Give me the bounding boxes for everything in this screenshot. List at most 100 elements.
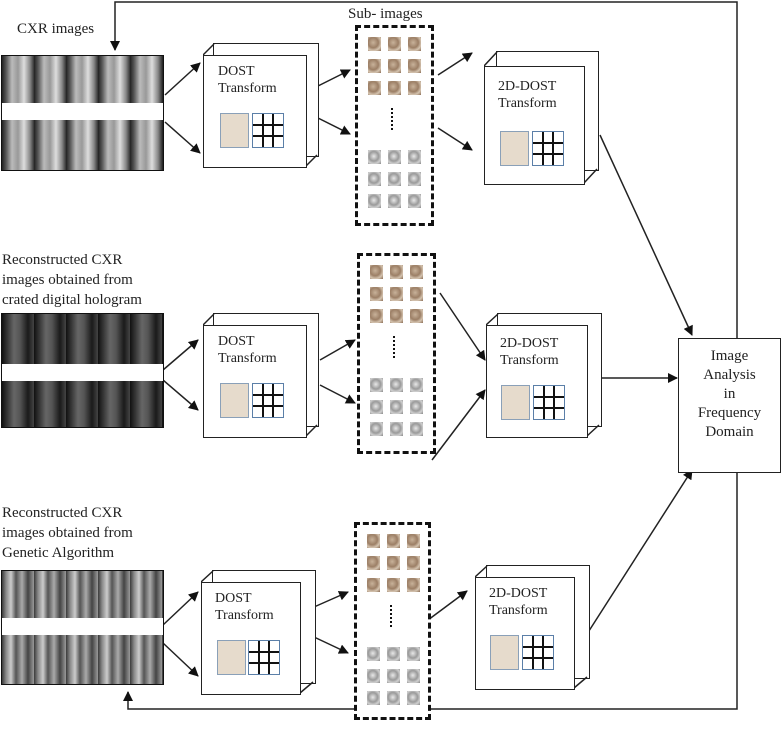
arrow-2d-analysis-1	[599, 134, 693, 336]
sub-image-thumb	[388, 194, 401, 208]
sub-images-label: Sub- images	[348, 6, 423, 22]
sub-image-thumb	[388, 81, 401, 95]
genetic-images-panel	[1, 570, 164, 685]
sub-image-thumb	[390, 309, 403, 323]
feedback-loop-top	[110, 1, 738, 440]
sub-image-thumb	[368, 37, 381, 51]
sub-image-thumb	[370, 400, 383, 414]
texture-icon	[490, 635, 519, 670]
sub-image-thumb	[370, 309, 383, 323]
sub-image-thumb	[410, 309, 423, 323]
arrow-cxr-dost-up	[164, 62, 201, 96]
sub-image-thumb	[370, 378, 383, 392]
sub-image-thumb	[410, 400, 423, 414]
grid-icon	[533, 385, 565, 420]
sub-image-thumb	[367, 691, 380, 705]
cxr-images-label: CXR images	[17, 21, 95, 37]
sub-image-thumb	[408, 150, 421, 164]
sub-image-thumb	[368, 194, 381, 208]
sub-image-thumb	[368, 172, 381, 186]
sub-image-thumb	[367, 556, 380, 570]
texture-icon	[220, 383, 249, 418]
ellipsis-dots	[391, 108, 395, 130]
sub-image-thumb	[368, 59, 381, 73]
sub-image-thumb	[408, 59, 421, 73]
sub-image-thumb	[370, 287, 383, 301]
arrow-sub-2d-down	[437, 127, 473, 151]
sub-image-thumb	[387, 578, 400, 592]
sub-image-thumb	[387, 556, 400, 570]
arrow-sub-2d-up	[437, 52, 473, 76]
image-analysis-box: Image Analysis in Frequency Domain	[678, 338, 781, 473]
sub-image-thumb	[408, 194, 421, 208]
sub-image-thumb	[370, 265, 383, 279]
sub-image-thumb	[388, 150, 401, 164]
arrow-dost-sub3-down	[313, 636, 349, 654]
sub-image-thumb	[407, 647, 420, 661]
sub-image-thumb	[407, 691, 420, 705]
sub-image-thumb	[407, 556, 420, 570]
sub-image-thumb	[387, 691, 400, 705]
sub-image-thumb	[368, 81, 381, 95]
arrow-cxr-dost-down	[164, 121, 201, 154]
sub-image-thumb	[370, 422, 383, 436]
texture-icon	[220, 113, 249, 148]
sub-image-thumb	[388, 37, 401, 51]
sub-image-thumb	[367, 534, 380, 548]
sub-image-thumb	[390, 265, 403, 279]
sub-image-thumb	[410, 265, 423, 279]
sub-image-thumb	[367, 669, 380, 683]
hologram-images-panel	[1, 313, 164, 428]
grid-icon	[252, 113, 284, 148]
grid-icon	[532, 131, 564, 166]
sub-image-thumb	[410, 378, 423, 392]
sub-image-thumb	[367, 647, 380, 661]
arrow-dost-sub2-down	[319, 384, 356, 404]
grid-icon	[248, 640, 280, 675]
sub-image-thumb	[390, 287, 403, 301]
sub-image-thumb	[410, 287, 423, 301]
sub-image-thumb	[388, 59, 401, 73]
ellipsis-dots	[393, 336, 397, 358]
sub-image-thumb	[368, 150, 381, 164]
sub-image-thumb	[407, 534, 420, 548]
arrow-sub2-2d-b	[431, 389, 486, 461]
ellipsis-dots	[390, 605, 394, 627]
sub-image-thumb	[408, 81, 421, 95]
arrow-holo-dost-up	[162, 339, 199, 371]
sub-image-thumb	[408, 172, 421, 186]
arrow-2d-analysis-3	[586, 469, 693, 635]
arrow-dost-sub-down	[315, 116, 351, 135]
arrow-dost-sub3-up	[313, 591, 349, 608]
arrow-ga-dost-up	[162, 591, 199, 626]
arrow-sub2-2d-a	[439, 292, 486, 361]
sub-images-group-3	[354, 522, 431, 720]
feedback-loop-bottom	[123, 472, 738, 710]
sub-image-thumb	[390, 378, 403, 392]
sub-image-thumb	[407, 578, 420, 592]
sub-image-thumb	[387, 669, 400, 683]
arrow-dost-sub2-up	[319, 339, 356, 361]
sub-image-thumb	[407, 669, 420, 683]
sub-image-thumb	[387, 647, 400, 661]
arrow-dost-sub-up	[315, 69, 351, 88]
arrow-holo-dost-down	[162, 379, 199, 411]
sub-image-thumb	[388, 172, 401, 186]
cxr-images-panel	[1, 55, 164, 171]
sub-image-thumb	[408, 37, 421, 51]
sub-image-thumb	[387, 534, 400, 548]
texture-icon	[217, 640, 246, 675]
arrow-sub3-2d	[427, 590, 468, 621]
